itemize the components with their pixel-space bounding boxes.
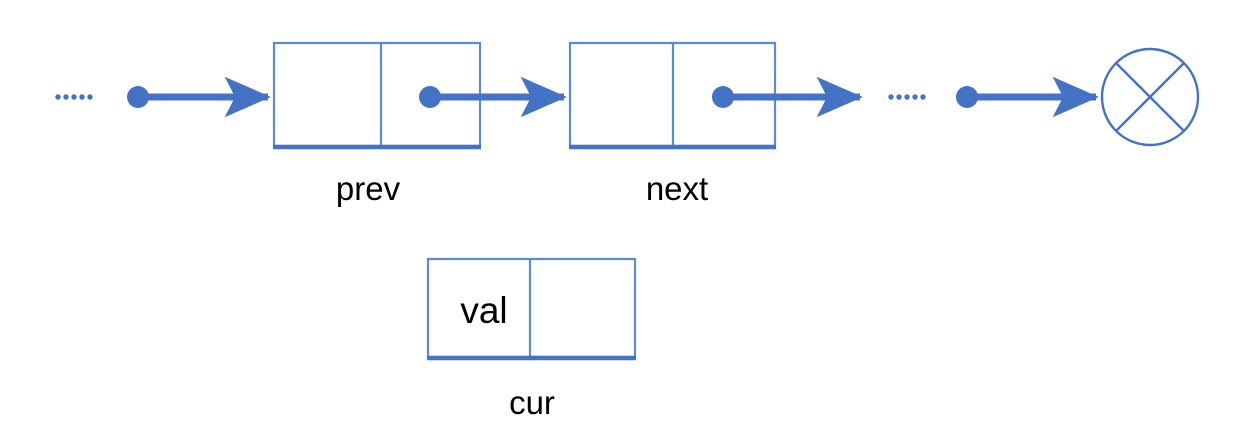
arrow-prev-to-next — [419, 76, 567, 118]
node-label-cur: cur — [509, 384, 555, 421]
node-box-next — [568, 41, 777, 150]
node-cur-outline — [426, 257, 637, 359]
null-terminator-icon — [1100, 47, 1200, 147]
left-ellipsis-icon — [55, 94, 93, 100]
null-circle-outline — [1100, 47, 1200, 147]
arrow-to-null — [956, 76, 1099, 118]
node-label-next: next — [646, 170, 708, 207]
mid-ellipsis-icon — [888, 94, 926, 100]
arrow-next-onward — [712, 76, 863, 118]
node-cur-value-text: val — [460, 290, 507, 331]
node-box-cur: val — [426, 257, 637, 361]
arrow-into-prev — [127, 76, 271, 118]
null-cross-stroke-2 — [1115, 62, 1185, 132]
node-label-prev: prev — [336, 170, 401, 207]
